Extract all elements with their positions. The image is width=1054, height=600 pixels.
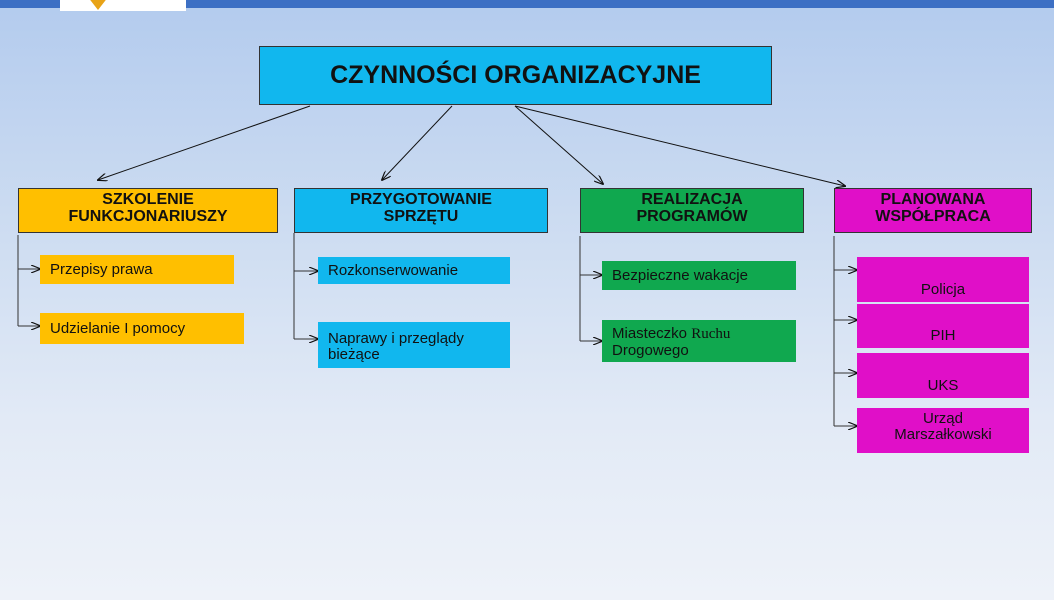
category-realizacja: REALIZACJA PROGRAMÓW [580, 188, 804, 233]
item-urzad-marszalkowski: Urząd Marszałkowski [857, 408, 1029, 453]
item-label: UKS [927, 377, 959, 395]
category-label-line2: FUNKCJONARIUSZY [68, 207, 228, 225]
category-label-line1: PRZYGOTOWANIE [350, 191, 492, 208]
item-miasteczko: Miasteczko Ruchu Drogowego [602, 320, 796, 362]
item-rozkonserwowanie: Rozkonserwowanie [318, 257, 510, 284]
item-przepisy-prawa: Przepisy prawa [40, 255, 234, 284]
item-label: Bezpieczne wakacje [612, 266, 748, 284]
category-label-line2: PROGRAMÓW [636, 207, 748, 225]
arrow-to-przygotowanie [382, 105, 453, 180]
category-planowana: PLANOWANA WSPÓŁPRACA [834, 188, 1032, 233]
top-accent-bar [0, 0, 1054, 8]
item-label-line2: Drogowego [612, 341, 689, 359]
category-label-line1: REALIZACJA [641, 191, 743, 208]
arrow-to-szkolenie [98, 105, 311, 180]
arrow-to-realizacja [514, 105, 603, 184]
item-policja: Policja [857, 257, 1029, 302]
item-label: Rozkonserwowanie [328, 261, 459, 279]
item-label-line1: Miasteczko Ruchu [612, 325, 731, 342]
arrow-to-planowana [514, 105, 845, 186]
item-label: Policja [920, 281, 966, 299]
item-label-line2: bieżące [328, 345, 380, 363]
category-label-line1: SZKOLENIE [102, 191, 194, 208]
item-label-line2: Marszałkowski [894, 425, 992, 443]
item-label: Udzielanie I pomocy [50, 319, 186, 337]
category-szkolenie: SZKOLENIE FUNKCJONARIUSZY [18, 188, 278, 233]
category-label-line2: SPRZĘTU [383, 207, 459, 225]
item-naprawy: Naprawy i przeglądy bieżące [318, 322, 510, 368]
page-title: CZYNNOŚCI ORGANIZACYJNE [259, 46, 772, 105]
item-udzielanie-pomocy: Udzielanie I pomocy [40, 313, 244, 344]
item-label-line1: Naprawy i przeglądy [328, 330, 464, 347]
category-przygotowanie: PRZYGOTOWANIE SPRZĘTU [294, 188, 548, 233]
item-uks: UKS [857, 353, 1029, 398]
logo-shield-icon [84, 0, 112, 10]
item-label: PIH [930, 327, 956, 345]
category-label-line2: WSPÓŁPRACA [875, 207, 991, 225]
item-bezpieczne-wakacje: Bezpieczne wakacje [602, 261, 796, 290]
category-label-line1: PLANOWANA [880, 191, 986, 208]
item-pih: PIH [857, 304, 1029, 348]
item-label: Przepisy prawa [50, 260, 153, 278]
logo [60, 0, 186, 11]
item-label-line1: Urząd [922, 410, 963, 427]
